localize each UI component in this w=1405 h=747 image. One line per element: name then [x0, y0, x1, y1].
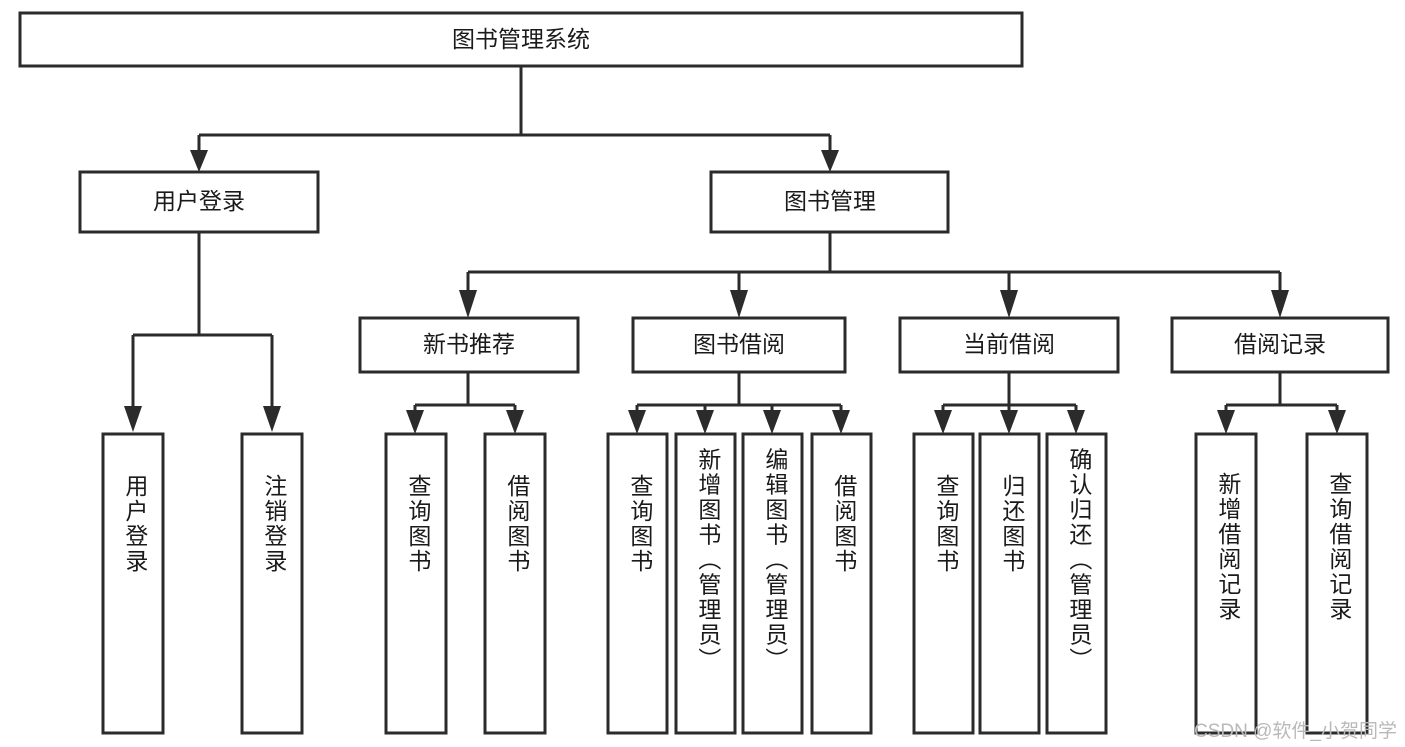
node-borrow-records-box[interactable]: [1170, 316, 1390, 374]
node-user-login-label: 用户登录: [153, 188, 245, 214]
leaf-current-query-book-label: 查询图书: [933, 474, 960, 574]
leaf-recommend-borrow-book[interactable]: 借阅图书: [483, 432, 547, 735]
arrow-head-new-book-recommend: [459, 290, 477, 318]
leaf-borrow-lend-book-box[interactable]: [810, 432, 873, 735]
node-user-login-box[interactable]: [78, 170, 320, 234]
arrow-head-borrow-query: [628, 410, 646, 434]
leaf-records-query-label: 查询借阅记录: [1326, 472, 1353, 622]
arrow-head-leaf-user-login: [124, 406, 142, 432]
arrow-head-recommend-query: [406, 410, 424, 434]
node-user-login[interactable]: 用户登录: [78, 170, 320, 234]
leaf-current-confirm-return-box[interactable]: [1045, 432, 1108, 735]
arrow-head-current-query: [934, 410, 952, 434]
node-root[interactable]: 图书管理系统: [18, 11, 1024, 68]
leaf-user-login-label: 用户登录: [122, 474, 149, 574]
node-borrow-records-label: 借阅记录: [1234, 331, 1326, 357]
leaf-recommend-query-book[interactable]: 查询图书: [384, 432, 448, 735]
node-book-borrow-label: 图书借阅: [693, 331, 785, 357]
node-book-manage-label: 图书管理: [784, 188, 876, 214]
leaf-user-login-box[interactable]: [101, 432, 165, 735]
leaf-borrow-query-book-label: 查询图书: [627, 474, 654, 574]
node-book-borrow-box[interactable]: [631, 316, 847, 374]
arrow-head-borrow-add: [696, 410, 714, 434]
leaf-borrow-edit-book-box[interactable]: [741, 432, 804, 735]
node-book-manage-box[interactable]: [709, 170, 950, 234]
arrow-head-leaf-logout: [263, 406, 281, 432]
node-current-borrow-label: 当前借阅: [963, 331, 1055, 357]
arrow-head-book-borrow: [730, 290, 748, 318]
node-borrow-records[interactable]: 借阅记录: [1170, 316, 1390, 374]
leaf-current-confirm-return[interactable]: 确认归还（管理员）: [1045, 432, 1108, 735]
leaf-recommend-query-book-label: 查询图书: [405, 474, 432, 574]
leaf-borrow-edit-book-label: 编辑图书（管理员）: [762, 448, 789, 673]
node-current-borrow[interactable]: 当前借阅: [898, 316, 1120, 374]
leaf-records-add-label: 新增借阅记录: [1215, 472, 1242, 622]
node-current-borrow-box[interactable]: [898, 316, 1120, 374]
leaf-logout[interactable]: 注销登录: [240, 432, 304, 735]
leaf-recommend-borrow-book-box[interactable]: [483, 432, 547, 735]
arrow-head-recommend-borrow: [506, 410, 524, 434]
node-root-label: 图书管理系统: [452, 26, 590, 52]
arrow-head-borrow-edit: [763, 410, 781, 434]
node-new-book-recommend-label: 新书推荐: [423, 331, 515, 357]
leaf-borrow-add-book-box[interactable]: [674, 432, 737, 735]
leaf-current-query-book[interactable]: 查询图书: [912, 432, 975, 735]
arrow-head-current-confirm: [1067, 410, 1085, 434]
node-new-book-recommend[interactable]: 新书推荐: [358, 316, 580, 374]
leaf-logout-label: 注销登录: [261, 474, 288, 574]
arrow-head-current-borrow: [1000, 290, 1018, 318]
leaf-recommend-borrow-book-label: 借阅图书: [504, 474, 531, 574]
arrow-head-records-add: [1217, 410, 1235, 434]
leaf-logout-box[interactable]: [240, 432, 304, 735]
leaf-recommend-query-book-box[interactable]: [384, 432, 448, 735]
node-book-manage[interactable]: 图书管理: [709, 170, 950, 234]
leaf-borrow-query-book-box[interactable]: [606, 432, 669, 735]
arrow-head-borrow-records: [1271, 290, 1289, 318]
arrow-head-records-query: [1328, 410, 1346, 434]
leaf-borrow-lend-book[interactable]: 借阅图书: [810, 432, 873, 735]
leaf-borrow-edit-book[interactable]: 编辑图书（管理员）: [741, 432, 804, 735]
leaf-borrow-lend-book-label: 借阅图书: [831, 474, 858, 574]
leaf-borrow-add-book[interactable]: 新增图书（管理员）: [674, 432, 737, 735]
leaf-current-return-book-box[interactable]: [978, 432, 1041, 735]
leaf-user-login[interactable]: 用户登录: [101, 432, 165, 735]
node-book-borrow[interactable]: 图书借阅: [631, 316, 847, 374]
node-root-box[interactable]: [18, 11, 1024, 68]
leaf-records-query-box[interactable]: [1305, 432, 1369, 735]
arrow-head-borrow-lend: [832, 410, 850, 434]
leaf-borrow-add-book-label: 新增图书（管理员）: [695, 448, 722, 673]
arrow-head-current-return: [1000, 410, 1018, 434]
leaf-current-confirm-return-label: 确认归还（管理员）: [1066, 448, 1093, 673]
leaf-current-return-book[interactable]: 归还图书: [978, 432, 1041, 735]
leaf-records-add[interactable]: 新增借阅记录: [1194, 432, 1258, 735]
arrow-head-book-manage: [821, 150, 839, 172]
leaf-current-return-book-label: 归还图书: [999, 474, 1026, 574]
leaf-records-add-box[interactable]: [1194, 432, 1258, 735]
node-new-book-recommend-box[interactable]: [358, 316, 580, 374]
connector-layer: [124, 66, 1346, 434]
leaf-records-query[interactable]: 查询借阅记录: [1305, 432, 1369, 735]
leaf-borrow-query-book[interactable]: 查询图书: [606, 432, 669, 735]
leaf-current-query-book-box[interactable]: [912, 432, 975, 735]
arrow-head-user-login: [190, 150, 208, 172]
